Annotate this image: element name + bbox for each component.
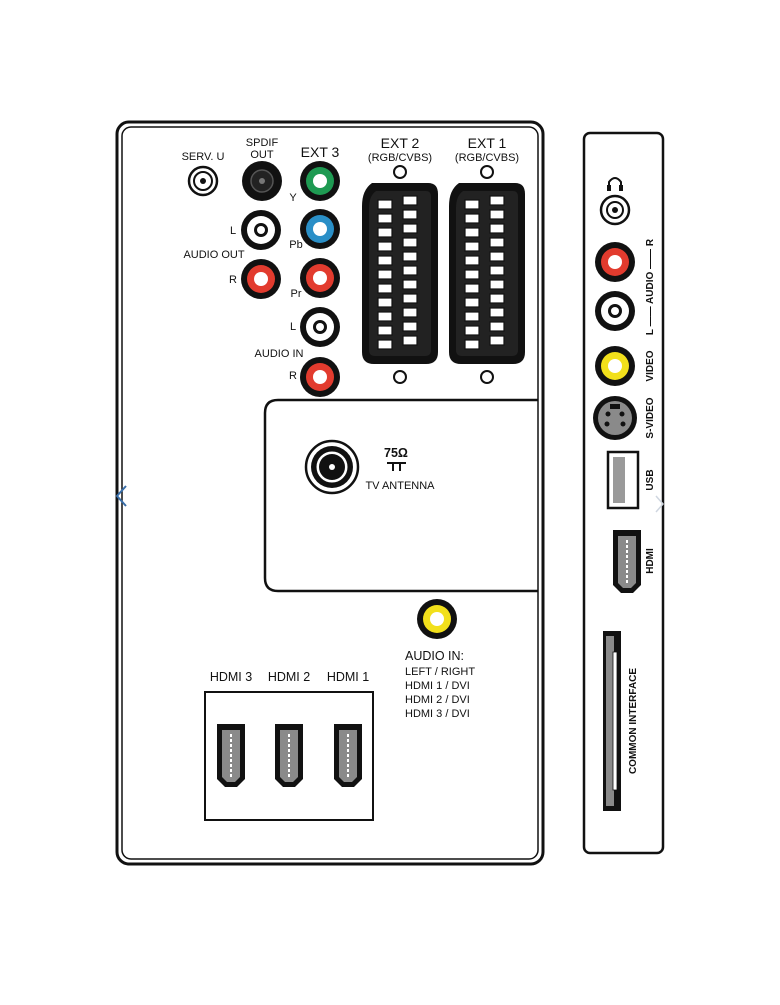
common-interface-slot[interactable] bbox=[603, 631, 621, 811]
ohm-label: 75Ω bbox=[384, 446, 408, 460]
antenna-symbol-icon bbox=[387, 462, 406, 471]
spdif-out-port[interactable] bbox=[242, 161, 282, 201]
ext3-label: EXT 3 bbox=[301, 144, 340, 160]
side-hdmi-port[interactable] bbox=[613, 530, 641, 593]
y-component-port[interactable] bbox=[300, 161, 340, 201]
pb-component-port[interactable] bbox=[300, 209, 340, 249]
audio-out-r-label: R bbox=[229, 274, 237, 286]
common-interface-label: COMMON INTERFACE bbox=[628, 668, 639, 774]
headphone-port[interactable] bbox=[599, 194, 631, 226]
hdmi2-label: HDMI 2 bbox=[268, 670, 310, 684]
pr-label: Pr bbox=[291, 288, 302, 300]
audio-in-label: AUDIO IN bbox=[255, 348, 304, 360]
pb-label: Pb bbox=[289, 239, 302, 251]
side-audio-r-port[interactable] bbox=[595, 242, 635, 282]
pr-component-port[interactable] bbox=[300, 258, 340, 298]
chevron-left-icon[interactable] bbox=[115, 485, 127, 507]
audio-in-hdmi-line: HDMI 2 / DVI bbox=[405, 694, 470, 706]
audio-out-label: AUDIO OUT bbox=[183, 249, 244, 261]
usb-label: USB bbox=[645, 469, 656, 490]
serv-u-label: SERV. U bbox=[182, 151, 225, 163]
spdif-label-line1: SPDIF bbox=[246, 137, 279, 149]
audio-in-hdmi-line: HDMI 3 / DVI bbox=[405, 708, 470, 720]
ext2-label: EXT 2 bbox=[381, 135, 420, 151]
chevron-right-icon[interactable] bbox=[655, 495, 664, 513]
hdmi1-port[interactable] bbox=[334, 724, 362, 787]
ext1-label: EXT 1 bbox=[468, 135, 507, 151]
ext1-screw-bottom bbox=[480, 370, 494, 384]
tv-antenna-port[interactable] bbox=[304, 439, 360, 495]
audio-in-hdmi-line: LEFT / RIGHT bbox=[405, 666, 475, 678]
side-audio-l-port[interactable] bbox=[595, 291, 635, 331]
audio-in-l-label: L bbox=[290, 321, 296, 333]
serv-u-port[interactable] bbox=[187, 165, 219, 197]
tv-antenna-label: TV ANTENNA bbox=[365, 480, 435, 492]
ext1-screw-top bbox=[480, 165, 494, 179]
side-audio-label: L —— AUDIO —— R bbox=[645, 238, 656, 335]
audio-in-hdmi-port[interactable] bbox=[417, 599, 457, 639]
ext1-scart-port[interactable] bbox=[449, 183, 525, 364]
audio-out-l-label: L bbox=[230, 225, 236, 237]
side-video-port[interactable] bbox=[595, 346, 635, 386]
hdmi1-label: HDMI 1 bbox=[327, 670, 369, 684]
ext2-scart-port[interactable] bbox=[362, 183, 438, 364]
audio-out-r-port[interactable] bbox=[241, 259, 281, 299]
ext2-screw-top bbox=[393, 165, 407, 179]
audio-in-l-port[interactable] bbox=[300, 307, 340, 347]
hdmi3-port[interactable] bbox=[217, 724, 245, 787]
usb-port[interactable] bbox=[606, 450, 640, 510]
hdmi3-label: HDMI 3 bbox=[210, 670, 252, 684]
side-hdmi-label: HDMI bbox=[645, 548, 656, 574]
side-video-label: VIDEO bbox=[645, 350, 656, 381]
s-video-label: S-VIDEO bbox=[645, 397, 656, 438]
spdif-label-line2: OUT bbox=[250, 149, 274, 161]
s-video-port[interactable] bbox=[593, 396, 637, 440]
audio-out-l-port[interactable] bbox=[241, 210, 281, 250]
audio-in-hdmi-title: AUDIO IN: bbox=[405, 649, 464, 663]
ext1-sub-label: (RGB/CVBS) bbox=[455, 152, 519, 164]
audio-in-hdmi-line: HDMI 1 / DVI bbox=[405, 680, 470, 692]
ext2-sub-label: (RGB/CVBS) bbox=[368, 152, 432, 164]
y-label: Y bbox=[289, 192, 297, 204]
audio-in-r-port[interactable] bbox=[300, 357, 340, 397]
audio-in-r-label: R bbox=[289, 370, 297, 382]
headphone-icon bbox=[607, 177, 623, 191]
ext2-screw-bottom bbox=[393, 370, 407, 384]
hdmi2-port[interactable] bbox=[275, 724, 303, 787]
